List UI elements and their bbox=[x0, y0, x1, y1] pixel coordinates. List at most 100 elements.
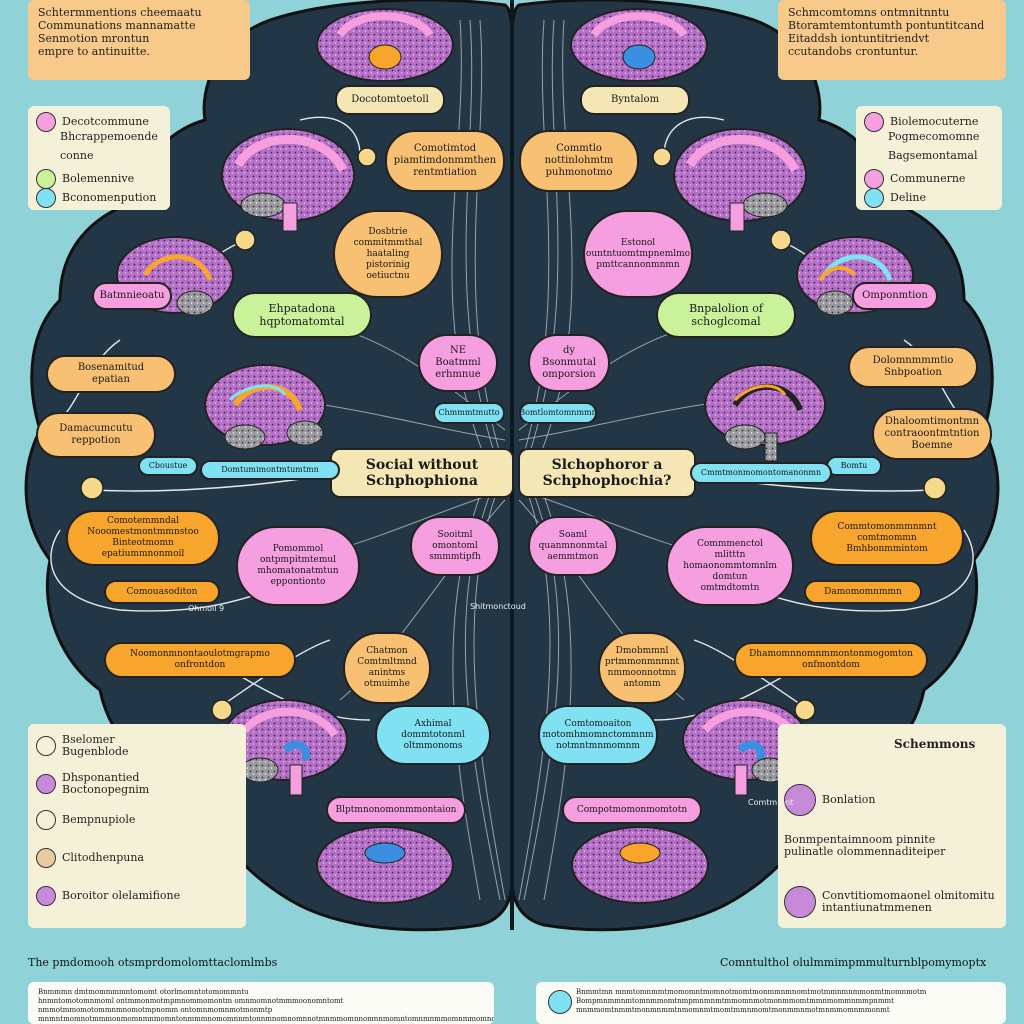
node-l1: Docotomtoetoll bbox=[335, 85, 445, 115]
top-left-note: Schtermmentions cheemaatu Communations m… bbox=[28, 0, 250, 80]
node-l7: Damacumcutu reppotion bbox=[36, 412, 156, 458]
footer-right-text: Bnmmtmn mnmtomnmmtmomomntmomnotmomtmonmm… bbox=[536, 982, 1006, 1024]
node-r6: Dolomnmmmtio Snbpoation bbox=[848, 346, 978, 388]
node-r17: Dmobmmnl prtmmonmnmnt nmmoonnotmn antomm bbox=[598, 632, 686, 704]
small-label-left: Ohmoll 9 bbox=[188, 604, 225, 613]
legend-item: Bconomenpution bbox=[36, 188, 156, 208]
node-l18: Axhimal dommtotonml oltmmonoms bbox=[375, 705, 491, 765]
node-l13: Pomommol ontpmpitmtemul mhomatonatmtun e… bbox=[236, 526, 360, 606]
node-l16: Noomonmnontaoulotmgrapmo onfrontdon bbox=[104, 642, 296, 678]
node-l5: Ehpatadona hqptomatomtal bbox=[232, 292, 372, 338]
legend-swatch-icon bbox=[36, 736, 56, 756]
node-l19: Blptmnonomonmmontaion bbox=[326, 796, 466, 824]
brain-illustrations-left bbox=[116, 8, 454, 904]
footer-left-title: The pmdomooh otsmprdomolomttaclomlmbs bbox=[28, 956, 278, 969]
legend-label: Bhcrappemoende bbox=[60, 130, 158, 143]
legend-item: Clitodhenpuna bbox=[36, 848, 144, 868]
center-title-right: Slchophoror a Schphophochia? bbox=[518, 448, 696, 498]
node-r18: Comtomoaiton motomhmomnctommnm notmntmnm… bbox=[538, 705, 658, 765]
node-l9: Chmmmtmutto bbox=[433, 402, 505, 424]
legend-item: Biolemocuterne bbox=[864, 112, 978, 132]
node-r8: dy Bsonmutal omporsion bbox=[528, 334, 610, 392]
node-r7: Dhaloomtimontmn contraoontmtntion Boemne bbox=[872, 408, 992, 460]
legend-swatch-icon bbox=[36, 810, 56, 830]
legend-swatch-icon bbox=[784, 886, 816, 918]
node-r12: Commtomonmmnmnt comtmommn Bmhbonmmintom bbox=[810, 510, 964, 566]
node-r15: Damomomnmmn bbox=[804, 580, 922, 604]
legend-label: Biolemocuterne bbox=[890, 115, 979, 128]
legend-swatch-icon bbox=[36, 188, 56, 208]
legend-item: Bselomer Bugenblode bbox=[36, 734, 129, 758]
legend-item: Bolemennive bbox=[36, 169, 134, 189]
node-r4: Omponmtion bbox=[852, 282, 938, 310]
legend-item: Pogmecomomne bbox=[864, 131, 979, 143]
small-label-center: Shitmonctoud bbox=[470, 602, 526, 611]
legend-swatch-icon bbox=[864, 112, 884, 132]
node-l4: Batmnieoatu bbox=[92, 282, 172, 310]
legend-item: Deline bbox=[864, 188, 926, 208]
legend-swatch-icon bbox=[36, 774, 56, 794]
footer-right-text-body: Bnmmtmn mnmtomnmmtmomomntmomnotmomtmonmm… bbox=[576, 988, 927, 1014]
legend-label: Bselomer Bugenblode bbox=[62, 733, 129, 758]
legend-label: Bconomenpution bbox=[62, 191, 157, 204]
node-r13: Commmenctol mlitttn homaonommtomnlm domt… bbox=[666, 526, 794, 606]
node-r10: Bomtu bbox=[826, 456, 882, 476]
node-l10: Cboustue bbox=[138, 456, 198, 476]
footer-right-title: Comntulthol olulmmimpmmulturnblpomymoptx bbox=[720, 956, 987, 969]
bottom-right-legend-title: Schemmons bbox=[894, 737, 976, 751]
legend-label: Bonlation bbox=[822, 793, 876, 806]
legend-label: Deline bbox=[890, 191, 926, 204]
node-l15: Comouasoditon bbox=[104, 580, 220, 604]
legend-item: Boroitor olelamifione bbox=[36, 886, 180, 906]
legend-item: Bonlation bbox=[784, 784, 876, 816]
center-title-left: Social without Schphophiona bbox=[330, 448, 514, 498]
node-l2: Comotimtod piamtimdonmmthen rentmtiation bbox=[385, 130, 505, 192]
node-r19: Compotmomonmomtotn bbox=[562, 796, 702, 824]
legend-label: Convtitiomomaonel olmitomitu intantiunat… bbox=[822, 889, 995, 914]
legend-swatch-icon bbox=[36, 112, 56, 132]
legend-item: Communerne bbox=[864, 169, 965, 189]
node-l6: Bosenamitud epatian bbox=[46, 355, 176, 393]
node-l17: Chatmon Comtmltmnd anintms otmuimhe bbox=[343, 632, 431, 704]
legend-swatch-icon bbox=[36, 169, 56, 189]
legend-label: Pogmecomomne bbox=[888, 130, 980, 143]
node-l14: Sooitml omontoml smmmtipfh bbox=[410, 516, 500, 576]
legend-label: Clitodhenpuna bbox=[62, 851, 144, 864]
node-r14: Soaml quanmnonmtal aemmtmon bbox=[528, 516, 618, 576]
legend-item: Bagsemontamal bbox=[864, 150, 977, 162]
legend-label: Bempnupiole bbox=[62, 813, 136, 826]
legend-label: Decotcommune bbox=[62, 115, 149, 128]
top-right-note: Schmcomtomns ontmnitnntu Btoramtemtontum… bbox=[778, 0, 1006, 80]
node-r11: Cmmtmonmomontomanonmn bbox=[690, 462, 832, 484]
legend-item: Dhsponantied Boctonopegnim bbox=[36, 772, 149, 796]
node-l12: Comotemmndal Nooomestmontmmnstoo Binteot… bbox=[66, 510, 220, 566]
legend-item: Convtitiomomaonel olmitomitu intantiunat… bbox=[784, 886, 995, 918]
node-r9: Bomtlomtomnmmn bbox=[519, 402, 597, 424]
node-l8: NE Boatmml erhmnue bbox=[418, 334, 498, 392]
legend-label: Bonmpentaimnoom pinnite pulinatle olomme… bbox=[784, 833, 946, 858]
legend-item: Bonmpentaimnoom pinnite pulinatle olomme… bbox=[784, 834, 945, 858]
node-l11: Domtumimontmtumtmn bbox=[200, 460, 340, 480]
node-r1: Byntalom bbox=[580, 85, 690, 115]
legend-item: Bempnupiole bbox=[36, 810, 135, 830]
legend-item: conne bbox=[36, 150, 93, 162]
node-r5: Bnpalolion of schoglcomal bbox=[656, 292, 796, 338]
node-r2: Commtlo nottinlohmtm puhmonotmo bbox=[519, 130, 639, 192]
node-r3: Estonol ountntuomtmpnemlmo pmttcannonmnm… bbox=[583, 210, 693, 298]
legend-swatch-icon bbox=[36, 886, 56, 906]
legend-label: Dhsponantied Boctonopegnim bbox=[62, 771, 150, 796]
junction-dots bbox=[80, 147, 947, 721]
legend-label: Bolemennive bbox=[62, 172, 135, 185]
legend-swatch-icon bbox=[784, 784, 816, 816]
legend-swatch-icon bbox=[36, 848, 56, 868]
legend-item: Bhcrappemoende bbox=[36, 131, 158, 143]
legend-swatch-icon bbox=[864, 188, 884, 208]
legend-item: Decotcommune bbox=[36, 112, 149, 132]
node-l3: Dosbtrie commitmmthal haataling pistorin… bbox=[333, 210, 443, 298]
legend-label: Boroitor olelamifione bbox=[62, 889, 181, 902]
